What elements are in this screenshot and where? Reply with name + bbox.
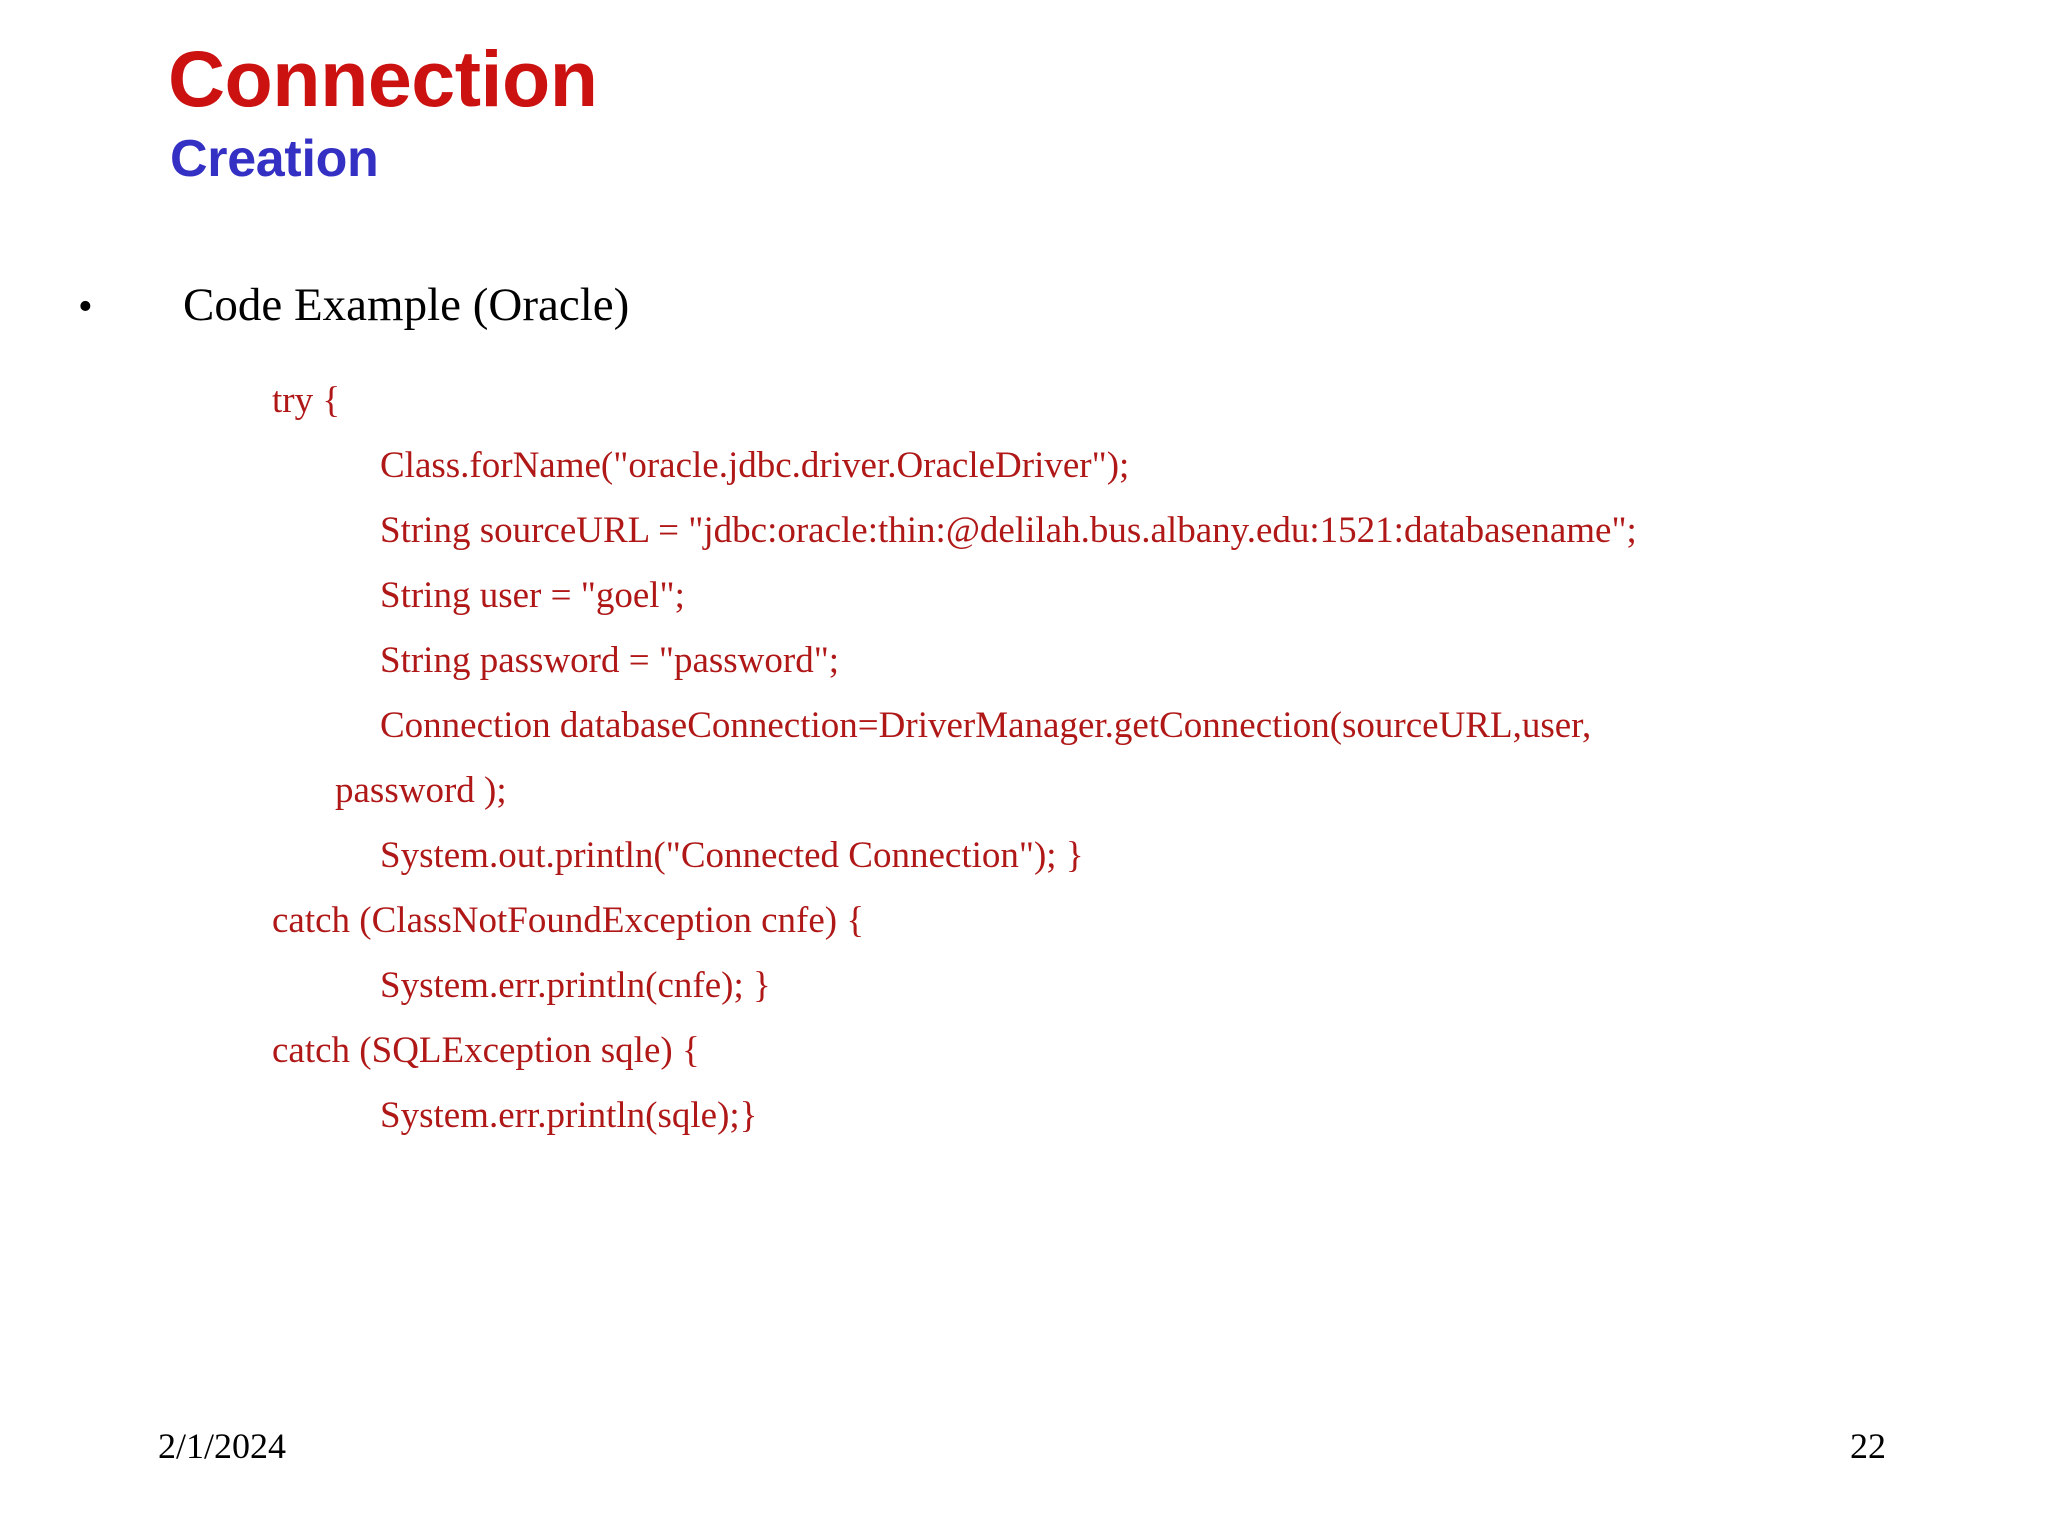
code-line: Class.forName("oracle.jdbc.driver.Oracle… [380, 445, 1130, 486]
code-line: System.err.println(cnfe); } [380, 965, 771, 1006]
code-line: try { [272, 380, 341, 421]
page-subtitle: Creation [170, 130, 379, 188]
code-line: System.out.println("Connected Connection… [380, 835, 1084, 876]
footer-date: 2/1/2024 [158, 1426, 287, 1466]
code-line: catch (ClassNotFoundException cnfe) { [272, 900, 865, 941]
footer-page-number: 22 [1850, 1426, 1886, 1466]
page-title: Connection [168, 34, 598, 123]
bullet-item: • Code Example (Oracle) [78, 278, 629, 332]
code-line: password ); [335, 770, 507, 811]
code-line: String user = "goel"; [380, 575, 685, 616]
bullet-marker-icon: • [78, 284, 93, 330]
code-block: try { Class.forName("oracle.jdbc.driver.… [0, 368, 2048, 1148]
code-line: catch (SQLException sqle) { [272, 1030, 700, 1071]
code-line: String password = "password"; [380, 640, 840, 681]
code-line: String sourceURL = "jdbc:oracle:thin:@de… [380, 510, 1637, 551]
code-line: System.err.println(sqle);} [380, 1095, 758, 1136]
bullet-label: Code Example (Oracle) [183, 279, 630, 331]
code-line: Connection databaseConnection=DriverMana… [380, 705, 1592, 746]
